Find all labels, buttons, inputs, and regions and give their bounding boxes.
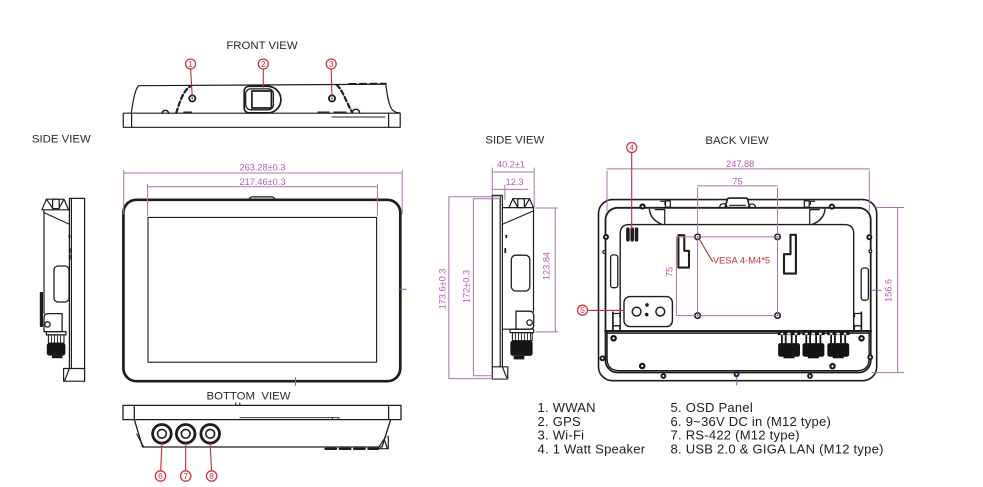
svg-text:40.2±1: 40.2±1 bbox=[497, 160, 525, 170]
svg-text:75: 75 bbox=[732, 176, 742, 186]
svg-text:1: 1 bbox=[188, 59, 193, 69]
svg-text:8. USB 2.0 & GIGA LAN (M12 typ: 8. USB 2.0 & GIGA LAN (M12 type) bbox=[671, 441, 884, 456]
svg-text:3: 3 bbox=[329, 59, 334, 69]
svg-text:75: 75 bbox=[665, 267, 675, 277]
svg-text:5. OSD Panel: 5. OSD Panel bbox=[671, 400, 754, 415]
svg-text:172±0.3: 172±0.3 bbox=[462, 270, 472, 303]
svg-text:4. 1 Watt Speaker: 4. 1 Watt Speaker bbox=[538, 441, 646, 456]
svg-text:5: 5 bbox=[580, 305, 585, 315]
svg-text:6. 9~36V DC in (M12 type): 6. 9~36V DC in (M12 type) bbox=[671, 414, 832, 429]
svg-text:7: 7 bbox=[183, 471, 188, 481]
svg-text:2: 2 bbox=[261, 59, 266, 69]
svg-text:217.46±0.3: 217.46±0.3 bbox=[240, 177, 286, 187]
svg-text:BACK VIEW: BACK VIEW bbox=[705, 135, 769, 147]
svg-text:4: 4 bbox=[629, 143, 634, 153]
svg-text:VESA 4-M4*5: VESA 4-M4*5 bbox=[713, 255, 770, 266]
svg-text:FRONT VIEW: FRONT VIEW bbox=[226, 40, 298, 52]
svg-text:SIDE VIEW: SIDE VIEW bbox=[485, 134, 544, 146]
svg-text:173.6±0.3: 173.6±0.3 bbox=[438, 269, 448, 310]
svg-text:247.88: 247.88 bbox=[726, 159, 754, 169]
svg-text:SIDE VIEW: SIDE VIEW bbox=[32, 134, 91, 146]
svg-text:12.3: 12.3 bbox=[506, 177, 524, 187]
svg-text:1. WWAN: 1. WWAN bbox=[538, 400, 596, 415]
svg-text:123.84: 123.84 bbox=[542, 252, 552, 280]
svg-text:2. GPS: 2. GPS bbox=[538, 414, 581, 429]
svg-text:7. RS-422 (M12 type): 7. RS-422 (M12 type) bbox=[671, 428, 800, 443]
svg-text:BOTTOM VIEW: BOTTOM VIEW bbox=[207, 391, 291, 403]
svg-text:156.6: 156.6 bbox=[884, 279, 894, 302]
svg-text:8: 8 bbox=[209, 471, 214, 481]
svg-text:6: 6 bbox=[158, 471, 163, 481]
svg-text:3. Wi-Fi: 3. Wi-Fi bbox=[538, 428, 585, 443]
svg-text:263.28±0.3: 263.28±0.3 bbox=[240, 162, 286, 172]
